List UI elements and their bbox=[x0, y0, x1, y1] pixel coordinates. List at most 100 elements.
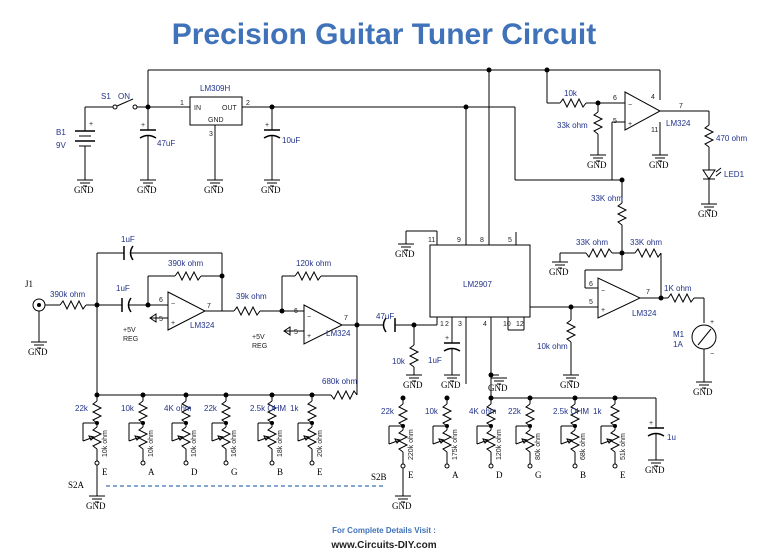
svg-text:10k: 10k bbox=[392, 357, 406, 366]
note-label: D bbox=[496, 470, 503, 480]
svg-text:GND: GND bbox=[698, 209, 718, 219]
battery-value: 9V bbox=[56, 141, 66, 150]
svg-text:33K ohm: 33K ohm bbox=[630, 238, 662, 247]
svg-text:120k ohm: 120k ohm bbox=[296, 259, 331, 268]
svg-text:GND: GND bbox=[204, 185, 224, 195]
svg-text:1uF: 1uF bbox=[116, 284, 130, 293]
svg-text:GND: GND bbox=[261, 185, 281, 195]
pot-label: 10k ohm bbox=[102, 430, 109, 457]
battery-ref: B1 bbox=[56, 128, 66, 137]
note-label: G bbox=[231, 467, 238, 477]
svg-text:33K ohm: 33K ohm bbox=[576, 238, 608, 247]
fixed-resistor-label: 2.5k OHM bbox=[250, 404, 286, 413]
svg-text:GND: GND bbox=[488, 383, 508, 393]
lm2907-chip bbox=[429, 244, 531, 318]
pot-label: 68k ohm bbox=[580, 433, 587, 460]
fixed-resistor-label: 4K ohm bbox=[469, 407, 497, 416]
svg-text:33k ohm: 33k ohm bbox=[557, 121, 588, 130]
svg-text:GND: GND bbox=[587, 160, 607, 170]
pot-label: 18k ohm bbox=[277, 430, 284, 457]
svg-text:GND: GND bbox=[28, 347, 48, 357]
svg-text:1K ohm: 1K ohm bbox=[664, 284, 692, 293]
meter-driver-section: 33K ohm GND 33K ohm 33K ohm − + 6 5 7 LM… bbox=[537, 180, 717, 397]
svg-text:6: 6 bbox=[613, 95, 617, 102]
ground-symbols-top: GND GND GND GND bbox=[74, 179, 281, 195]
svg-text:2: 2 bbox=[445, 321, 449, 328]
svg-text:LM324: LM324 bbox=[326, 329, 351, 338]
svg-text:11: 11 bbox=[428, 237, 435, 244]
power-section: + B1 9V S1 ON + 47uF LM309H IN OUT GND 1… bbox=[56, 67, 660, 180]
switch-s2a-label: S2A bbox=[68, 480, 85, 490]
svg-text:GND: GND bbox=[441, 380, 461, 390]
svg-text:+: + bbox=[89, 121, 93, 128]
svg-text:5: 5 bbox=[159, 316, 163, 323]
svg-text:4: 4 bbox=[483, 321, 487, 328]
svg-text:7: 7 bbox=[344, 315, 348, 322]
note-label: D bbox=[191, 467, 198, 477]
svg-text:8: 8 bbox=[480, 237, 484, 244]
svg-text:LM324: LM324 bbox=[666, 119, 691, 128]
svg-text:GND: GND bbox=[395, 249, 415, 259]
svg-text:3: 3 bbox=[458, 321, 462, 328]
svg-text:IN: IN bbox=[194, 105, 201, 112]
svg-text:M1: M1 bbox=[673, 330, 685, 339]
svg-text:+: + bbox=[171, 320, 175, 327]
gnd-label: GND bbox=[392, 501, 412, 511]
svg-text:10k ohm: 10k ohm bbox=[537, 342, 568, 351]
svg-text:+5V: +5V bbox=[123, 327, 136, 334]
fixed-resistor-label: 10k bbox=[425, 407, 439, 416]
switch-ref: S1 bbox=[101, 92, 111, 101]
svg-text:5: 5 bbox=[589, 299, 593, 306]
svg-text:9: 9 bbox=[457, 237, 461, 244]
input-section: J1 GND 390k ohm 1uF 1uF 390k ohm − + bbox=[25, 235, 360, 401]
svg-text:1: 1 bbox=[440, 321, 444, 328]
svg-text:GND: GND bbox=[74, 185, 94, 195]
svg-text:−: − bbox=[628, 102, 632, 109]
fixed-resistor-label: 2.5k OHM bbox=[553, 407, 589, 416]
switch-s2b-label: S2B bbox=[371, 472, 387, 482]
pot-label: 220k ohm bbox=[408, 429, 415, 460]
svg-text:+: + bbox=[445, 335, 449, 342]
svg-text:+: + bbox=[307, 333, 311, 340]
svg-text:390k ohm: 390k ohm bbox=[168, 259, 203, 268]
cap-10uf-label: 10uF bbox=[282, 136, 300, 145]
footer-visit: For Complete Details Visit : bbox=[332, 526, 436, 535]
svg-text:7: 7 bbox=[207, 303, 211, 310]
svg-text:10k: 10k bbox=[564, 89, 578, 98]
fixed-resistor-label: 22k bbox=[75, 404, 89, 413]
cap-47uf-label: 47uF bbox=[157, 139, 175, 148]
svg-text:11: 11 bbox=[651, 127, 658, 134]
svg-text:GND: GND bbox=[560, 380, 580, 390]
fixed-resistor-label: 1k bbox=[290, 404, 299, 413]
pot-label: 16k ohm bbox=[231, 430, 238, 457]
svg-text:1u: 1u bbox=[667, 433, 676, 442]
svg-text:+: + bbox=[710, 319, 714, 326]
svg-text:−: − bbox=[710, 351, 714, 358]
svg-text:GND: GND bbox=[403, 380, 423, 390]
svg-text:GND: GND bbox=[137, 185, 157, 195]
svg-text:REG: REG bbox=[252, 343, 267, 350]
svg-text:7: 7 bbox=[646, 289, 650, 296]
led-label: LED1 bbox=[724, 170, 745, 179]
svg-text:+: + bbox=[649, 420, 653, 427]
svg-text:GND: GND bbox=[645, 465, 665, 475]
svg-text:GND: GND bbox=[693, 387, 713, 397]
svg-text:3: 3 bbox=[209, 131, 213, 138]
fixed-resistor-label: 22k bbox=[381, 407, 395, 416]
svg-text:6: 6 bbox=[589, 281, 593, 288]
lm309h-regulator bbox=[189, 96, 243, 126]
fixed-resistor-label: 1k bbox=[593, 407, 602, 416]
gnd-label: GND bbox=[86, 501, 106, 511]
opamp-preamp bbox=[167, 291, 207, 331]
svg-text:GND: GND bbox=[549, 267, 569, 277]
svg-text:+: + bbox=[265, 122, 269, 129]
note-label: B bbox=[580, 470, 586, 480]
svg-text:LM324: LM324 bbox=[190, 321, 215, 330]
note-label: E bbox=[102, 467, 108, 477]
